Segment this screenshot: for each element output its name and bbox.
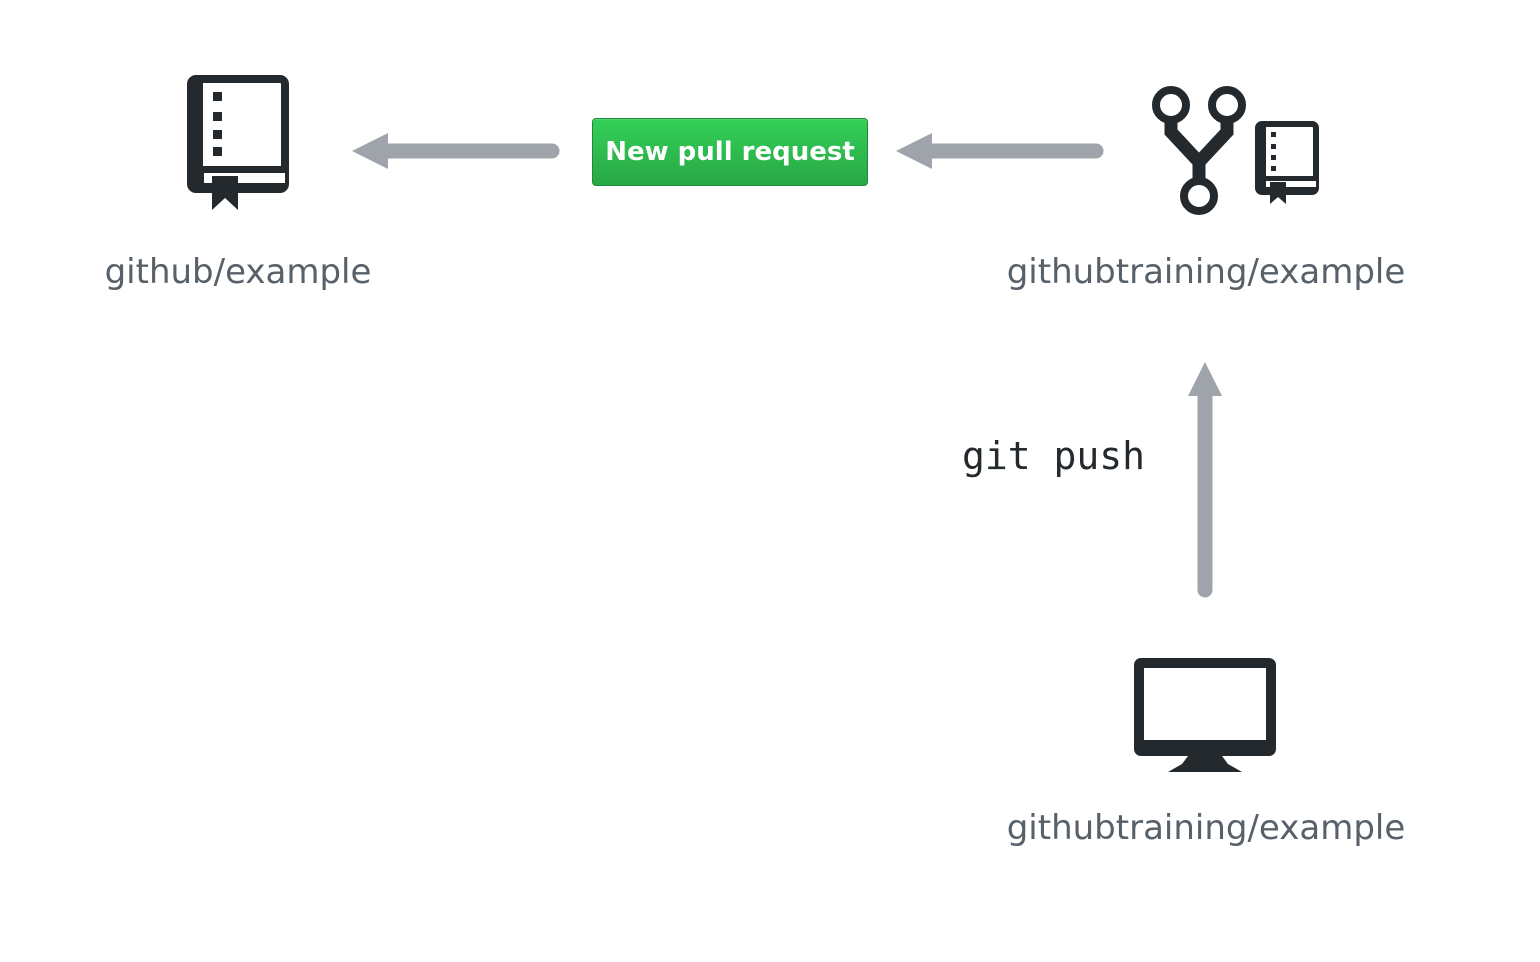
arrow-left-to-upstream: [352, 133, 560, 169]
repo-forked-icon: [1152, 86, 1246, 215]
fork-repo-icon: [1255, 121, 1319, 204]
arrow-up-to-fork: [1188, 362, 1222, 598]
fork-repo-label: githubtraining/example: [1006, 252, 1406, 292]
desktop-icon: [1134, 658, 1276, 772]
local-repo-label: githubtraining/example: [1006, 808, 1406, 848]
git-push-command: git push: [962, 434, 1146, 478]
new-pull-request-button[interactable]: New pull request: [592, 118, 868, 186]
arrow-left-to-button: [896, 133, 1104, 169]
upstream-repo-icon: [187, 75, 289, 210]
upstream-repo-label: github/example: [104, 252, 372, 292]
